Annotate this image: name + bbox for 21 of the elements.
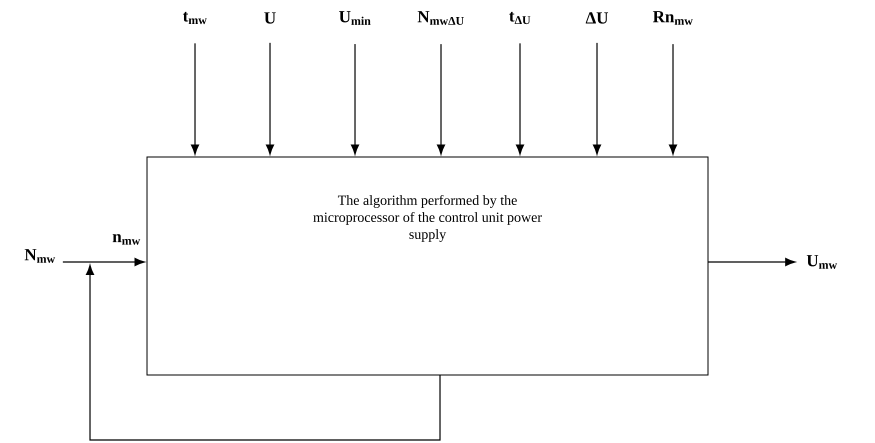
signal-label: U$_{mw}$ [806,255,838,269]
signal-label: Rn$_{mw}$ [652,11,693,25]
arrow [436,44,446,155]
arrow [668,44,678,155]
arrow [266,42,274,155]
arrow [134,258,145,266]
arrow [516,43,524,155]
arrow [86,264,441,441]
arrow [708,258,796,266]
signal-label: t$_{mw}$ [182,12,207,24]
signal-label: ΔU [586,12,608,24]
process-box: The algorithm performed by the microprocessor of the control unit power supply [146,156,708,376]
signal-label: N$_{mw}$ [24,249,56,263]
arrow [190,43,200,155]
signal-label: U [264,12,276,24]
arrow [350,44,360,155]
edge-label: n$_{mw}$ [111,233,142,246]
signal-label: N$_{mwΔU}$ [418,11,464,25]
arrow [592,42,602,155]
signal-label: t$_{ΔU}$ [509,12,530,24]
signal-label: U$_{min}$ [339,11,371,25]
